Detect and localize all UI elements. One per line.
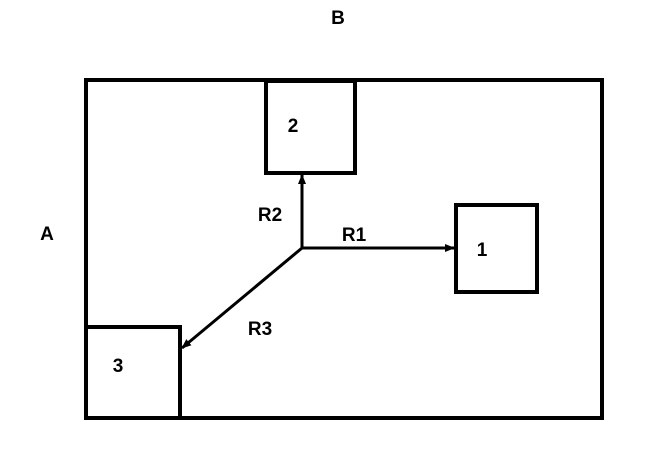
arrow-r3-label: R3 <box>248 319 272 340</box>
box-1 <box>454 203 539 294</box>
box-2 <box>264 79 357 175</box>
label-a: A <box>40 224 54 245</box>
arrow-r2-label: R2 <box>258 205 282 226</box>
box-2-label: 2 <box>288 116 299 137</box>
box-1-label: 1 <box>477 240 488 261</box>
box-3-label: 3 <box>113 356 124 377</box>
arrow-r1-label: R1 <box>342 225 367 246</box>
arrow-r3 <box>181 246 303 350</box>
box-3 <box>84 325 182 420</box>
label-b: B <box>331 8 345 29</box>
